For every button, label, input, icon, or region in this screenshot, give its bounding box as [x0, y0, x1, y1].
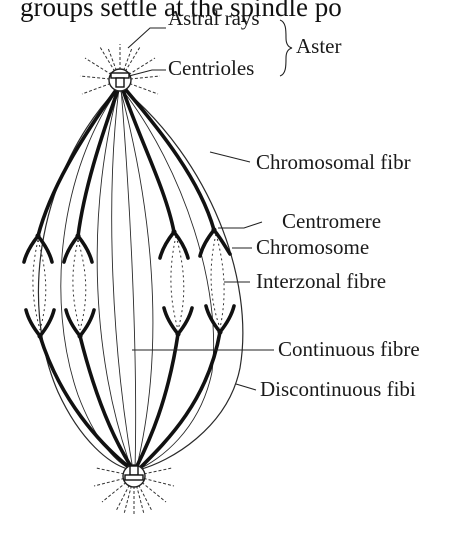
label-centromere: Centromere	[282, 209, 381, 233]
label-astral-rays: Astral rays	[168, 6, 260, 30]
label-aster: Aster	[296, 34, 342, 58]
label-chromosome: Chromosome	[256, 235, 369, 259]
label-continuous-fibre: Continuous fibre	[278, 337, 420, 361]
top-centriole	[109, 69, 131, 91]
label-interzonal-fibre: Interzonal fibre	[256, 269, 386, 293]
label-discontinuous-fibre: Discontinuous fibi	[260, 377, 416, 401]
label-centrioles: Centrioles	[168, 56, 254, 80]
chromosomes-lower	[26, 306, 234, 336]
bottom-centriole	[123, 465, 145, 487]
spindle-outer-fibres	[38, 88, 242, 470]
label-chromosomal-fibre: Chromosomal fibr	[256, 150, 411, 174]
